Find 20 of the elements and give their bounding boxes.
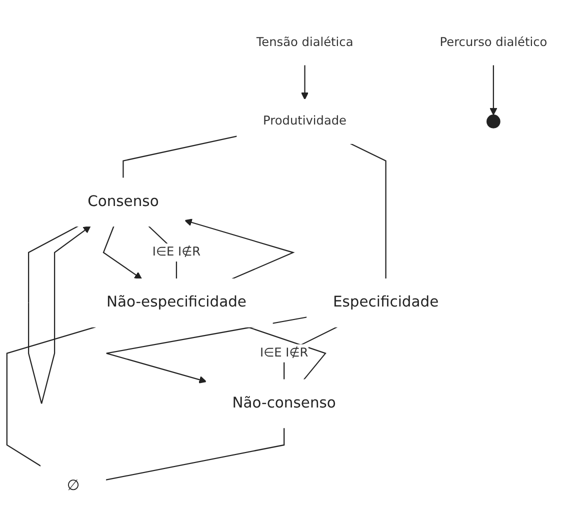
node-text: Consenso bbox=[88, 192, 159, 210]
node-text: Percurso dialético bbox=[440, 35, 548, 50]
arrow bbox=[28, 226, 91, 404]
arrow bbox=[184, 218, 295, 280]
arrow bbox=[102, 226, 142, 280]
node-text: Não-consenso bbox=[232, 394, 336, 412]
connector bbox=[106, 428, 285, 480]
arrow bbox=[300, 64, 309, 100]
arrow bbox=[490, 64, 498, 116]
node-text: Tensão dialética bbox=[256, 35, 354, 50]
connector bbox=[122, 136, 238, 178]
arrow bbox=[106, 316, 308, 384]
node-text: Especificidade bbox=[332, 294, 439, 311]
connector bbox=[247, 326, 326, 380]
node-text: ∅ bbox=[66, 476, 80, 494]
connector bbox=[6, 326, 96, 467]
edge-label: I∈E I∉R bbox=[152, 245, 201, 260]
node-text: Produtividade bbox=[263, 114, 347, 128]
edge-label: I∈E I∉R bbox=[260, 346, 308, 360]
connector bbox=[350, 143, 386, 279]
